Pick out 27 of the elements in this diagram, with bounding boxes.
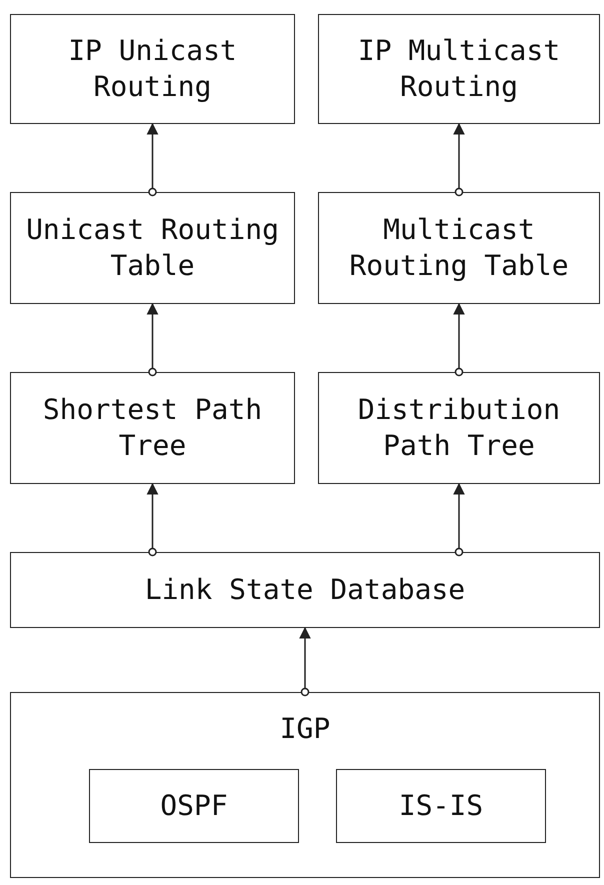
process-box [10, 692, 600, 878]
process-box [10, 552, 600, 628]
box-label: Link State Database [144, 572, 466, 608]
sub-process-box [336, 769, 546, 843]
box-label: Distribution Path Tree [356, 392, 562, 464]
box-label: IP Multicast Routing [356, 33, 562, 105]
arrow [147, 484, 158, 556]
arrow [454, 484, 464, 556]
box-label: IS-IS [398, 788, 484, 824]
box-label: IGP [280, 711, 330, 747]
process-box [318, 192, 600, 304]
arrow [147, 304, 158, 376]
box-label: OSPF [160, 788, 228, 824]
arrow [147, 124, 158, 196]
process-box [10, 14, 295, 124]
sub-process-box [89, 769, 299, 843]
process-box [10, 372, 295, 484]
box-label: IP Unicast Routing [67, 33, 238, 105]
process-box [318, 14, 600, 124]
box-label: Shortest Path Tree [42, 392, 264, 464]
process-box [10, 192, 295, 304]
box-label: Multicast Routing Table [348, 212, 570, 284]
process-box [318, 372, 600, 484]
arrow [454, 124, 464, 196]
arrow [454, 304, 464, 376]
box-label: Unicast Routing Table [25, 212, 280, 284]
arrow [300, 628, 310, 696]
